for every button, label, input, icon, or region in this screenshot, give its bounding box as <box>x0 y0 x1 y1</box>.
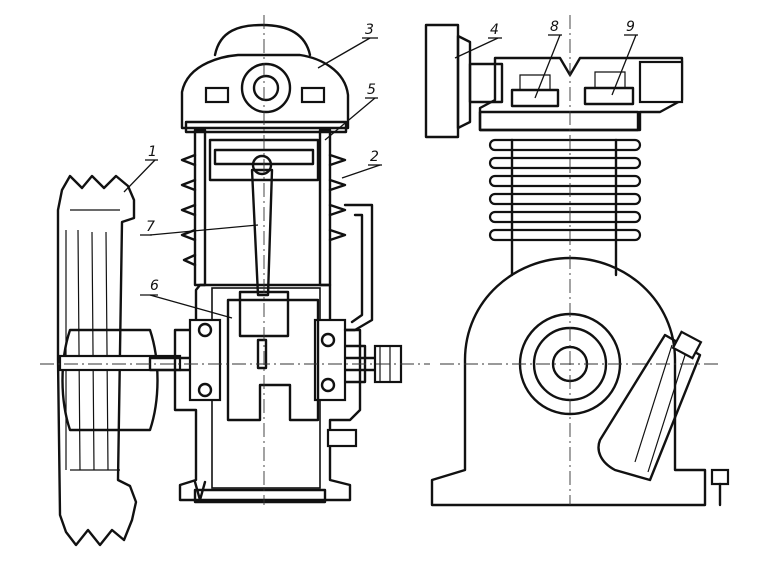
label-5: 5 <box>367 82 376 98</box>
label-8: 8 <box>550 19 559 35</box>
cylinder <box>180 128 347 287</box>
cylinder-fins <box>488 138 642 277</box>
label-1: 1 <box>148 144 157 160</box>
pulley <box>56 174 182 547</box>
front-view <box>424 15 730 507</box>
label-9: 9 <box>626 19 635 35</box>
valve-9 <box>583 71 635 106</box>
bearing-right <box>313 318 347 402</box>
label-4: 4 <box>490 22 499 38</box>
sectional-view <box>40 15 430 547</box>
valve-8 <box>510 74 560 108</box>
label-2: 2 <box>370 149 379 165</box>
cylinder-head <box>180 23 350 134</box>
label-7: 7 <box>146 219 155 235</box>
label-3: 3 <box>365 22 374 38</box>
bearing-left <box>188 318 222 402</box>
label-6: 6 <box>150 278 159 294</box>
labels: 1 2 3 4 5 6 7 8 9 <box>123 19 638 319</box>
air-filter <box>424 23 504 139</box>
